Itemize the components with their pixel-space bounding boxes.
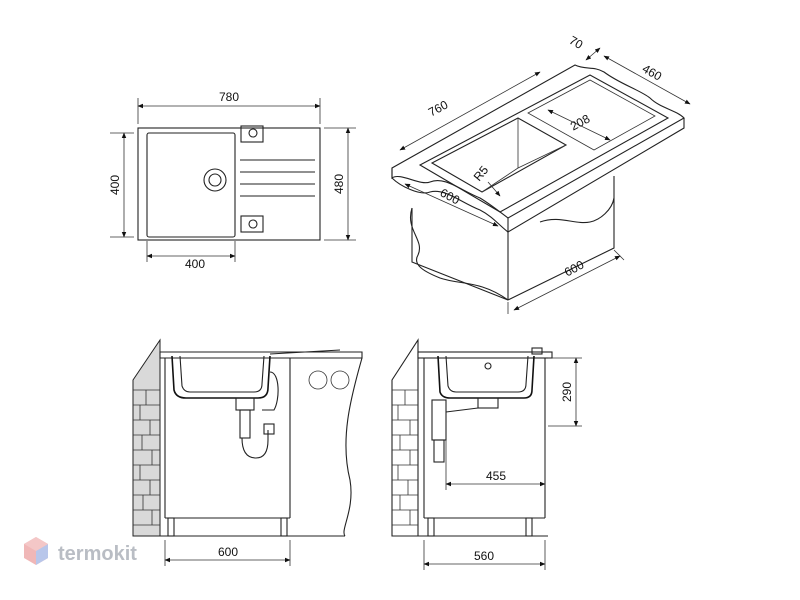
cabinet-cut-front [343, 357, 363, 537]
dim-600-front-label: 600 [218, 545, 238, 559]
cut-wave-right [539, 197, 615, 224]
watermark-logo: termokit [24, 537, 137, 565]
cut-wave-left [409, 207, 509, 301]
dim-455: 455 [445, 440, 546, 490]
dim-780-label: 780 [219, 90, 239, 104]
dim-600-cabinet-label: 600 [562, 257, 587, 279]
bowl-inner-side [445, 355, 529, 393]
siphon-trap [241, 430, 269, 459]
watermark-text: termokit [58, 543, 137, 565]
overflow-icon [484, 362, 492, 370]
siphon-side [431, 399, 447, 441]
waste-pipe-side [445, 407, 479, 413]
drain-inner-icon [208, 173, 222, 187]
cabinet-left [411, 208, 509, 301]
brick-wall-side [391, 338, 419, 537]
bowl-inner-front [179, 355, 265, 393]
top-view: 780 400 480 400 [108, 90, 356, 271]
dim-400-depth: 400 [108, 132, 134, 238]
overflow-hose [262, 371, 279, 411]
waste-side [477, 397, 499, 409]
sink-outline [137, 127, 321, 241]
brick-wall-front [132, 338, 161, 537]
dim-560-label: 560 [474, 549, 494, 563]
front-section: 600 [132, 338, 363, 566]
logo-hexagon-top-icon [24, 537, 48, 551]
hole-icon-1 [308, 370, 328, 390]
tap-plate-top [240, 125, 264, 143]
dim-460-label: 460 [640, 61, 665, 83]
drainer-front [269, 349, 341, 355]
tap-hole-icon-2 [248, 219, 258, 229]
tap-hole-icon [248, 128, 258, 138]
dim-480: 480 [324, 127, 356, 241]
dim-400-width: 400 [146, 241, 236, 271]
hole-icon-2 [330, 370, 350, 390]
leg-front [525, 517, 533, 537]
waste-pipe [239, 409, 251, 439]
tap-stub [531, 347, 543, 355]
dim-70: 70 [567, 33, 601, 61]
dim-400-depth-label: 400 [108, 175, 122, 195]
tap-plate-bottom [240, 215, 264, 233]
bowl-outline [146, 132, 236, 238]
leg-back [427, 517, 435, 537]
dim-455-label: 455 [486, 469, 506, 483]
dim-400-width-label: 400 [185, 257, 205, 271]
bowl-floor [517, 144, 567, 169]
dim-560: 560 [423, 540, 546, 570]
dim-290: 290 [548, 357, 582, 427]
dim-600-cabinet: 600 [507, 249, 625, 314]
leg-right [280, 517, 288, 537]
siphon-lower [433, 439, 445, 463]
side-section: 290 455 560 [391, 338, 582, 570]
worktop-front [159, 351, 363, 359]
waste-body [235, 397, 255, 411]
siphon-nut [263, 423, 275, 435]
dim-70-label: 70 [567, 33, 586, 52]
dim-480-label: 480 [332, 174, 346, 194]
worktop-slab [391, 64, 685, 219]
worktop-side [417, 351, 553, 359]
worktop-thickness [391, 118, 685, 233]
bowl-section-front [171, 355, 271, 399]
dim-780: 780 [137, 90, 321, 124]
isometric-view: 760 70 460 208 R5 600 [391, 33, 691, 314]
leg-left [167, 517, 175, 537]
drain-icon [203, 168, 227, 192]
dim-290-label: 290 [560, 382, 574, 402]
dim-600-front: 600 [164, 540, 291, 566]
dim-600-iso-label: 600 [438, 186, 463, 208]
dim-760-label: 760 [426, 97, 451, 119]
